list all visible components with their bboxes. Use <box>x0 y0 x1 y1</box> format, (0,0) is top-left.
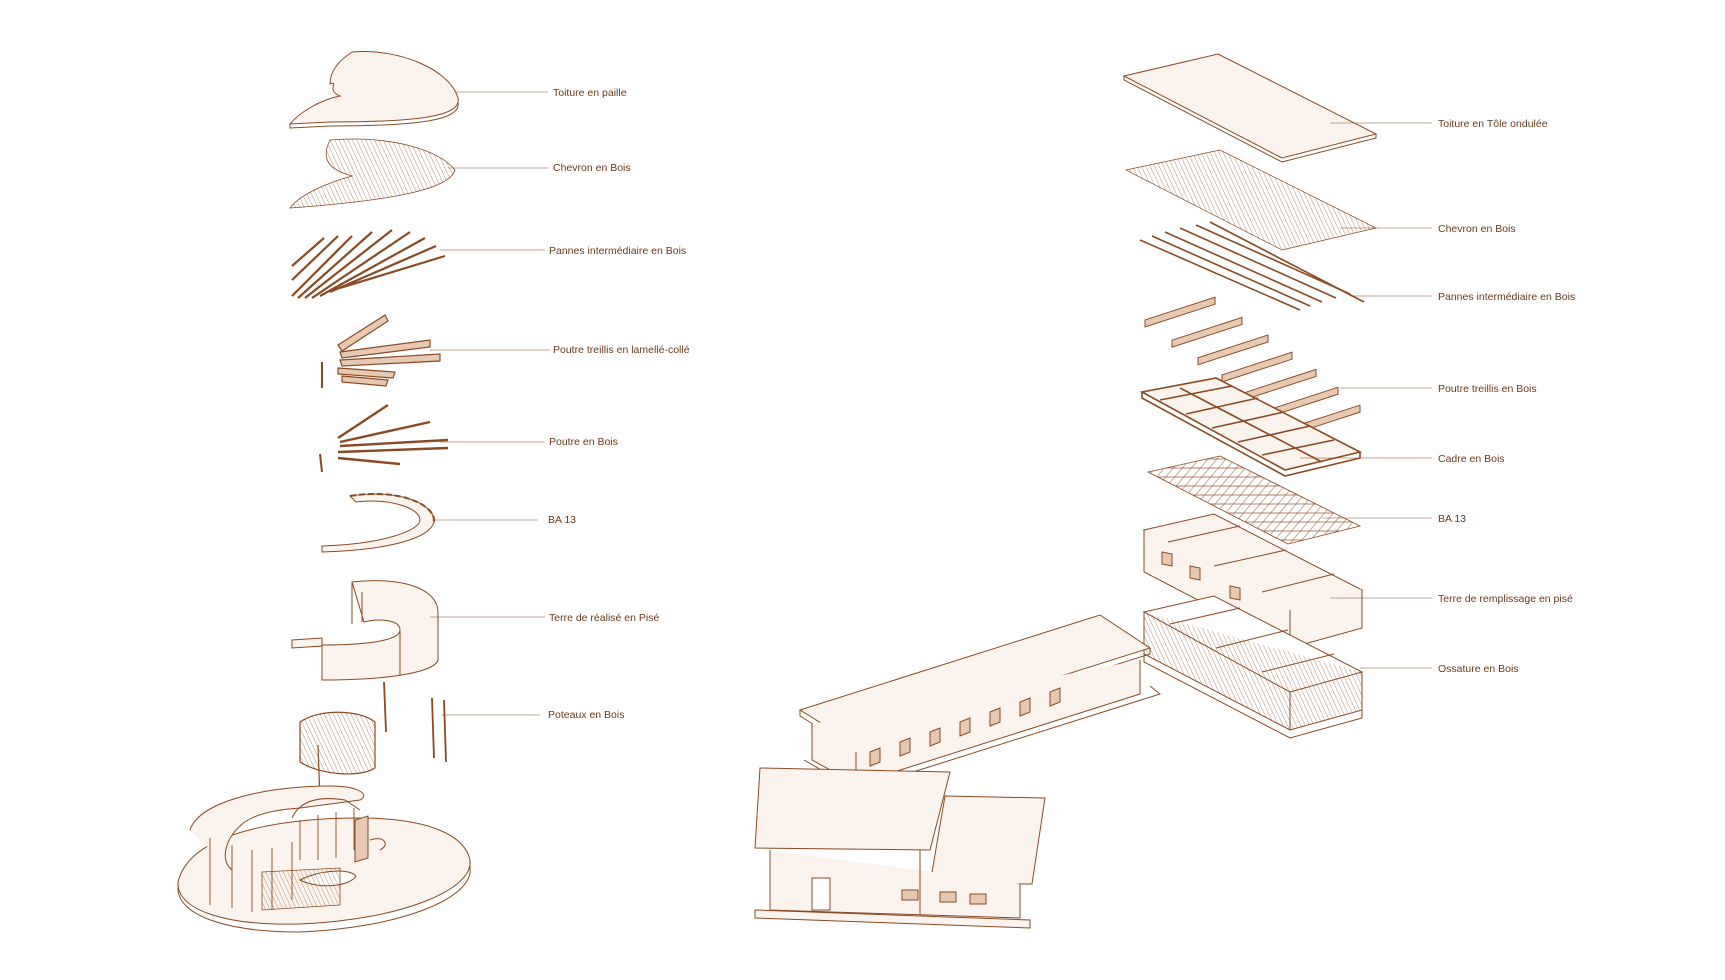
right-labels: Toiture en Tôle ondulée Chevron en Bois … <box>1438 118 1575 675</box>
right-layer-purlins <box>1139 221 1365 311</box>
right-label-timber-skeleton: Ossature en Bois <box>1438 663 1519 675</box>
left-label-posts: Poteaux en Bois <box>548 709 624 721</box>
left-layer-rafters <box>289 138 456 209</box>
left-label-ba13: BA 13 <box>548 514 576 526</box>
right-layer-corrugated-roof <box>1122 53 1378 163</box>
right-leader-lines <box>1300 122 1432 669</box>
left-layer-purlins <box>291 229 446 299</box>
right-assembled-house <box>754 767 1046 929</box>
right-label-trusses: Poutre treillis en Bois <box>1438 383 1537 395</box>
right-label-wooden-frame: Cadre en Bois <box>1438 453 1505 465</box>
left-label-beams: Poutre en Bois <box>549 436 618 448</box>
left-layer-beams <box>319 403 449 473</box>
left-label-thatch-roof: Toiture en paille <box>553 87 627 99</box>
left-layer-thatch-roof <box>288 51 459 129</box>
left-layer-posts <box>299 681 447 801</box>
left-label-rafters: Chevron en Bois <box>553 162 631 174</box>
right-layer-timber-skeleton <box>1142 595 1364 739</box>
right-label-rafters: Chevron en Bois <box>1438 223 1516 235</box>
right-layer-ba13 <box>1146 455 1362 545</box>
left-layer-rammed-earth-wall <box>291 580 439 681</box>
left-layer-ba13 <box>321 492 436 553</box>
left-leader-lines <box>430 91 550 716</box>
right-layer-wooden-frame <box>1139 377 1363 477</box>
right-layer-rafters <box>1124 149 1378 251</box>
right-label-corrugated-roof: Toiture en Tôle ondulée <box>1438 118 1548 130</box>
left-labels: Toiture en paille Chevron en Bois Pannes… <box>548 87 690 721</box>
left-assembled-hut <box>177 785 471 933</box>
left-layer-trusses <box>321 314 441 388</box>
right-school-block-assembly <box>754 53 1432 929</box>
left-label-purlins: Pannes intermédiaire en Bois <box>549 245 686 257</box>
left-label-trusses: Poutre treillis en lamellé-collé <box>553 344 690 356</box>
left-round-hut-assembly <box>177 51 550 933</box>
right-layer-earth-infill <box>1142 513 1364 649</box>
left-label-rammed-earth: Terre de réalisé en Pisé <box>549 612 659 624</box>
right-assembled-long-block <box>798 614 1162 791</box>
right-label-earth-infill: Terre de remplissage en pisé <box>1438 593 1573 605</box>
right-label-purlins: Pannes intermédiaire en Bois <box>1438 291 1575 303</box>
right-label-ba13: BA 13 <box>1438 513 1466 525</box>
